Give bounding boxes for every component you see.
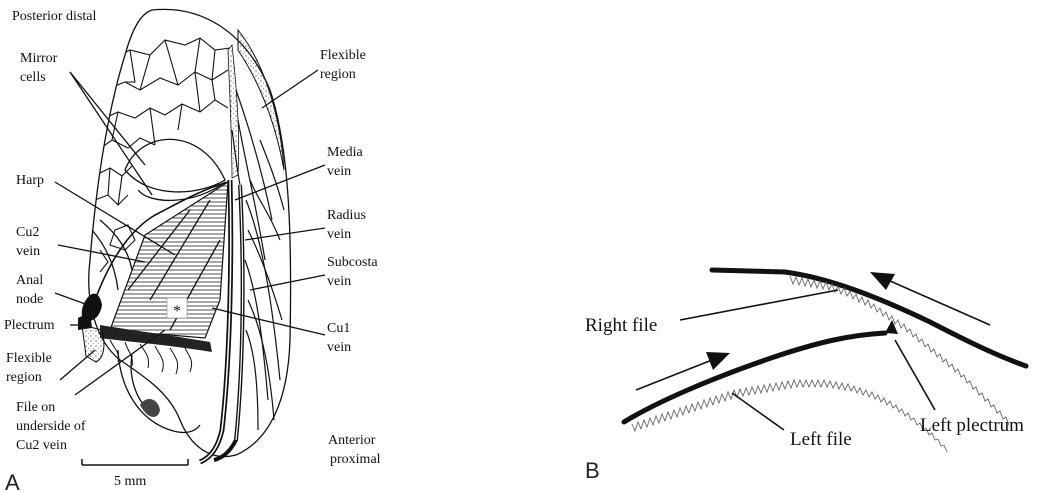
cu2-vein-label: Cu2 vein bbox=[16, 225, 43, 259]
right-file-label: Right file bbox=[585, 315, 657, 336]
stippled-stripe bbox=[228, 45, 239, 178]
corner-top-label: Posterior distal bbox=[12, 9, 96, 24]
flexible-region-right-shape bbox=[238, 30, 284, 170]
left-plectrum-leader bbox=[895, 340, 935, 410]
wing-small-cell bbox=[140, 399, 160, 417]
left-file-leader bbox=[732, 393, 784, 430]
plectrum-label: Plectrum bbox=[4, 318, 55, 333]
flexible-region-left-label: Flexible region bbox=[6, 351, 55, 385]
media-vein-label: Media vein bbox=[327, 145, 366, 179]
wing-lower-left-outline bbox=[118, 350, 200, 432]
anal-node-label: Anal node bbox=[16, 273, 47, 307]
cu1-vein-label: Cu1 vein bbox=[327, 321, 354, 355]
mirror-oval bbox=[125, 139, 225, 192]
scale-bar bbox=[82, 459, 188, 465]
mirror-cells-label: Mirror cells bbox=[20, 51, 61, 85]
flexible-region-right-label: Flexible region bbox=[320, 48, 369, 82]
left-plectrum-label: Left plectrum bbox=[920, 415, 1024, 436]
radius-vein-label: Radius vein bbox=[327, 208, 369, 242]
panel-a-letter: A bbox=[5, 470, 20, 493]
wing-drawing: * bbox=[78, 9, 291, 465]
panel-b-diagram: Right file Left file Left plectrum B bbox=[585, 270, 1026, 483]
lower-arrow bbox=[636, 352, 730, 390]
panel-b-letter: B bbox=[585, 458, 600, 483]
asterisk: * bbox=[173, 303, 181, 320]
file-underside-label: File on underside of Cu2 vein bbox=[16, 400, 89, 453]
flexible-region-left-shape bbox=[82, 325, 104, 362]
left-file-label: Left file bbox=[790, 429, 852, 450]
right-file-leader bbox=[680, 290, 838, 320]
scale-bar-label: 5 mm bbox=[114, 474, 146, 489]
corner-bottom-label: Anterior proximal bbox=[328, 433, 381, 467]
right-file-teeth bbox=[790, 276, 1009, 425]
harp-label: Harp bbox=[16, 173, 44, 188]
subcosta-vein-label: Subcosta vein bbox=[327, 255, 381, 289]
right-file-bar bbox=[712, 270, 1026, 366]
